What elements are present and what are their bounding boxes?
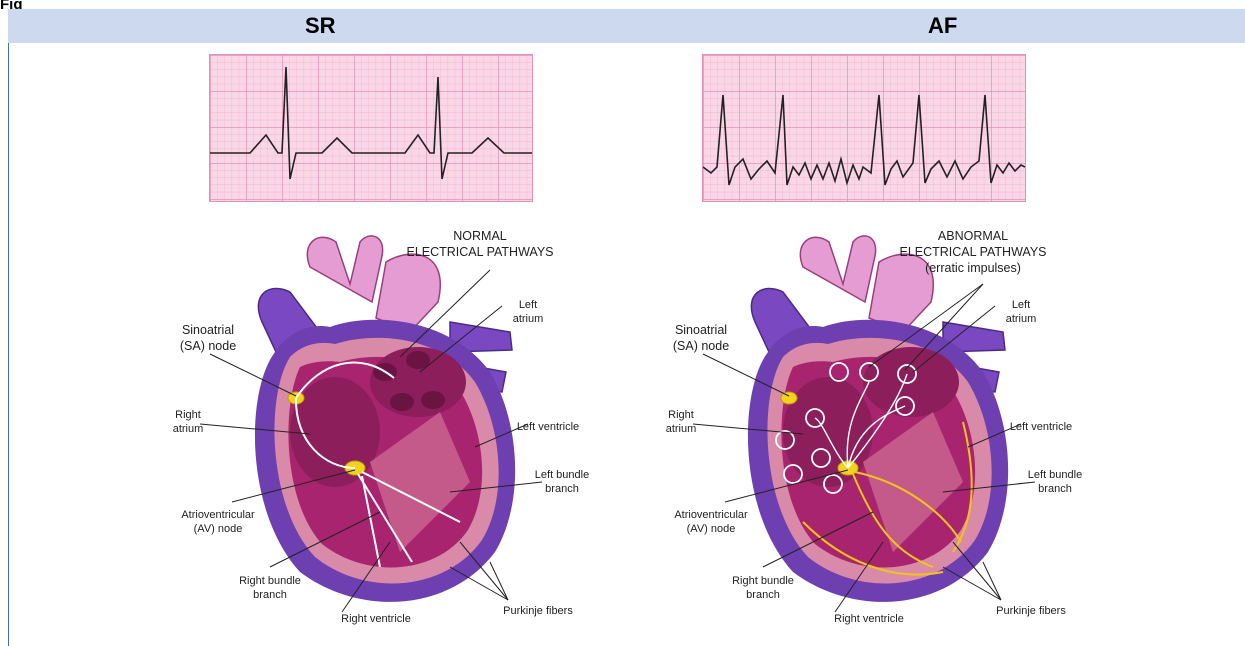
af-av-node-label-1: Atrioventricular: [674, 509, 748, 521]
sr-ecg-strip: [209, 54, 533, 202]
sr-left-bundle-label-2: branch: [545, 483, 579, 495]
sr-right-bundle-label-2: branch: [253, 589, 287, 601]
af-sa-node-label-1: Sinoatrial: [675, 323, 727, 337]
af-left-bundle-label-1: Left bundle: [1028, 469, 1082, 481]
sr-av-node-label-2: (AV) node: [194, 523, 243, 535]
af-heading: AF: [928, 9, 957, 43]
af-right-atrium-label-1: Right: [668, 409, 694, 421]
af-right-bundle-label-1: Right bundle: [732, 575, 794, 587]
af-purkinje-label: Purkinje fibers: [996, 605, 1066, 617]
af-left-ventricle-label: Left ventricle: [1010, 421, 1072, 433]
sr-heading: SR: [305, 9, 336, 43]
af-av-node-label-2: (AV) node: [687, 523, 736, 535]
af-title-line-2: ELECTRICAL PATHWAYS: [899, 245, 1046, 259]
sr-sa-node-label-1: Sinoatrial: [182, 323, 234, 337]
af-heart-diagram: ABNORMAL ELECTRICAL PATHWAYS (erratic im…: [643, 222, 1113, 632]
sr-left-ventricle-label: Left ventricle: [517, 421, 579, 433]
sr-right-ventricle-label: Right ventricle: [341, 613, 411, 625]
sr-left-atrium-label-1: Left: [519, 299, 537, 311]
sr-av-node-label-1: Atrioventricular: [181, 509, 255, 521]
af-sa-node-label-2: (SA) node: [673, 339, 729, 353]
sr-left-bundle-label-1: Left bundle: [535, 469, 589, 481]
sr-purkinje-label: Purkinje fibers: [503, 605, 573, 617]
sr-left-atrium-label-2: atrium: [513, 313, 544, 325]
sr-right-atrium-label-2: atrium: [173, 423, 204, 435]
af-right-bundle-label-2: branch: [746, 589, 780, 601]
sr-right-atrium-label-1: Right: [175, 409, 201, 421]
af-title-line-3: (erratic impulses): [925, 261, 1021, 275]
af-left-atrium-label-2: atrium: [1006, 313, 1037, 325]
sr-title-line-2: ELECTRICAL PATHWAYS: [406, 245, 553, 259]
column-header-bar: [8, 9, 1245, 43]
af-right-atrium-label-2: atrium: [666, 423, 697, 435]
sr-title-line-1: NORMAL: [453, 229, 507, 243]
af-ecg-strip: [702, 54, 1026, 202]
sr-right-bundle-label-1: Right bundle: [239, 575, 301, 587]
af-right-ventricle-label: Right ventricle: [834, 613, 904, 625]
af-left-atrium-label-1: Left: [1012, 299, 1030, 311]
table-left-border: [8, 43, 9, 646]
af-title-line-1: ABNORMAL: [938, 229, 1008, 243]
af-left-bundle-label-2: branch: [1038, 483, 1072, 495]
sr-heart-diagram: NORMAL ELECTRICAL PATHWAYS Sinoatrial (S…: [150, 222, 620, 632]
sr-sa-node-label-2: (SA) node: [180, 339, 236, 353]
sr-ecg-svg: [210, 55, 532, 201]
af-ecg-svg: [703, 55, 1025, 201]
